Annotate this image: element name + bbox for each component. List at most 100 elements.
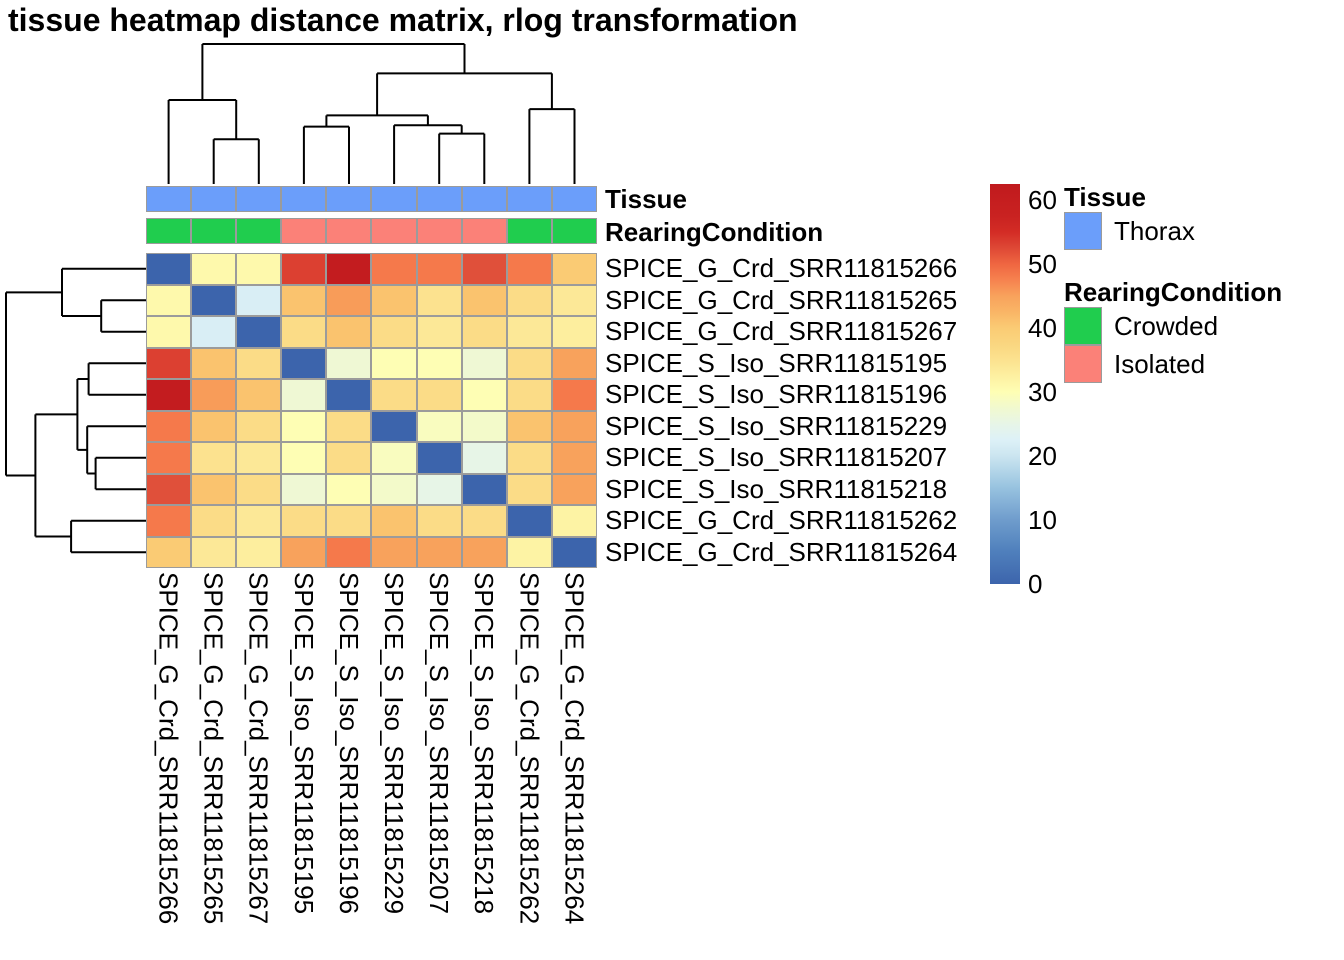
- heatmap-cell: [146, 410, 192, 442]
- column-label: SPICE_G_Crd_SRR11815266: [153, 572, 184, 925]
- heatmap-cell: [416, 536, 462, 568]
- heatmap-cell: [326, 316, 372, 348]
- heatmap-cell: [191, 379, 237, 411]
- annotation-cell-thorax: [146, 186, 192, 212]
- annotation-cell-isolated: [416, 218, 462, 244]
- heatmap-cell: [146, 379, 192, 411]
- annotation-cell-thorax: [461, 186, 507, 212]
- row-label: SPICE_G_Crd_SRR11815266: [605, 253, 958, 283]
- heatmap-cell: [236, 284, 282, 316]
- heatmap-cell: [551, 379, 597, 411]
- heatmap-cell: [326, 253, 372, 285]
- row-label: SPICE_S_Iso_SRR11815218: [605, 473, 948, 504]
- legend-label-crowded: Crowded: [1114, 310, 1219, 341]
- annotation-cell-thorax: [326, 186, 372, 212]
- colorbar-tick-label: 50: [1028, 249, 1057, 279]
- colorbar-tick-label: 10: [1028, 505, 1057, 535]
- heatmap-cell: [371, 316, 417, 348]
- heatmap-cell: [326, 410, 372, 442]
- column-label-slot: SPICE_G_Crd_SRR11815265: [191, 572, 236, 957]
- annotation-cell-thorax: [371, 186, 417, 212]
- heatmap-cell: [551, 253, 597, 285]
- annotation-cell-thorax: [551, 186, 597, 212]
- heatmap-cell: [506, 379, 552, 411]
- heatmap-cell: [191, 316, 237, 348]
- heatmap-cell: [551, 347, 597, 379]
- heatmap-cell: [326, 505, 372, 537]
- heatmap-cell: [146, 253, 192, 285]
- heatmap-cell: [506, 253, 552, 285]
- heatmap-cell: [551, 442, 597, 474]
- column-label: SPICE_S_Iso_SRR11815196: [333, 572, 364, 915]
- column-label: SPICE_G_Crd_SRR11815262: [514, 572, 545, 925]
- column-label: SPICE_G_Crd_SRR11815264: [559, 572, 590, 925]
- column-label: SPICE_G_Crd_SRR11815265: [198, 572, 229, 925]
- legend-title-rearingcondition: RearingCondition: [1064, 277, 1283, 307]
- heatmap-cell: [506, 473, 552, 505]
- annotation-cell-crowded: [191, 218, 237, 244]
- heatmap-cell: [461, 473, 507, 505]
- legend-swatch-thorax: [1064, 212, 1102, 250]
- heatmap-cell: [281, 284, 327, 316]
- column-label-slot: SPICE_S_Iso_SRR11815196: [326, 572, 371, 957]
- heatmap-cell: [281, 379, 327, 411]
- heatmap-cell: [551, 505, 597, 537]
- heatmap-cell: [236, 473, 282, 505]
- heatmap-cell: [281, 442, 327, 474]
- heatmap-cell: [551, 473, 597, 505]
- annotation-cell-crowded: [146, 218, 192, 244]
- heatmap-cell: [461, 505, 507, 537]
- heatmap-cell: [461, 253, 507, 285]
- column-label-slot: SPICE_G_Crd_SRR11815262: [507, 572, 552, 957]
- annotation-cell-thorax: [281, 186, 327, 212]
- row-label: SPICE_G_Crd_SRR11815264: [605, 536, 958, 567]
- legend-swatch-isolated: [1064, 345, 1102, 383]
- heatmap-cell: [551, 284, 597, 316]
- heatmap-cell: [371, 379, 417, 411]
- row-label: SPICE_S_Iso_SRR11815195: [605, 347, 948, 378]
- heatmap-cell: [281, 473, 327, 505]
- row-label: SPICE_S_Iso_SRR11815229: [605, 410, 948, 441]
- heatmap-cell: [416, 410, 462, 442]
- colorbar-tick-label: 60: [1028, 185, 1057, 215]
- heatmap-cell: [236, 410, 282, 442]
- annotation-cell-crowded: [506, 218, 552, 244]
- row-label: SPICE_G_Crd_SRR11815265: [605, 284, 958, 315]
- legend-item-crowded: Crowded: [1064, 307, 1218, 345]
- annotation-cell-crowded: [236, 218, 282, 244]
- annotation-cell-isolated: [461, 218, 507, 244]
- row-dendrogram: [5, 267, 146, 554]
- heatmap-cell: [506, 316, 552, 348]
- heatmap-cell: [281, 410, 327, 442]
- heatmap-cell: [506, 347, 552, 379]
- heatmap-cell: [461, 347, 507, 379]
- heatmap-cell: [191, 442, 237, 474]
- heatmap-cell: [146, 505, 192, 537]
- heatmap-cell: [281, 253, 327, 285]
- column-label-slot: SPICE_S_Iso_SRR11815229: [371, 572, 416, 957]
- column-label-slot: SPICE_S_Iso_SRR11815195: [281, 572, 326, 957]
- annotation-row-rearingcondition: [146, 218, 597, 244]
- heatmap-cell: [146, 536, 192, 568]
- column-label: SPICE_S_Iso_SRR11815207: [424, 572, 455, 915]
- heatmap-cell: [416, 284, 462, 316]
- annotation-label-tissue: Tissue: [605, 184, 687, 214]
- heatmap-cell: [416, 253, 462, 285]
- annotation-cell-crowded: [551, 218, 597, 244]
- annotation-cell-isolated: [371, 218, 417, 244]
- annotation-cell-thorax: [416, 186, 462, 212]
- heatmap-cell: [191, 536, 237, 568]
- legend-item-thorax: Thorax: [1064, 212, 1195, 250]
- heatmap-cell: [236, 379, 282, 411]
- heatmap-cell: [551, 536, 597, 568]
- column-dendrogram: [167, 43, 576, 184]
- column-labels: SPICE_G_Crd_SRR11815266 SPICE_G_Crd_SRR11…: [146, 572, 597, 957]
- annotation-cell-thorax: [236, 186, 282, 212]
- annotation-row-tissue: [146, 186, 597, 212]
- annotation-cell-thorax: [191, 186, 237, 212]
- column-label: SPICE_G_Crd_SRR11815267: [243, 572, 274, 925]
- heatmap-cell: [326, 473, 372, 505]
- annotation-cell-thorax: [506, 186, 552, 212]
- heatmap-cell: [236, 536, 282, 568]
